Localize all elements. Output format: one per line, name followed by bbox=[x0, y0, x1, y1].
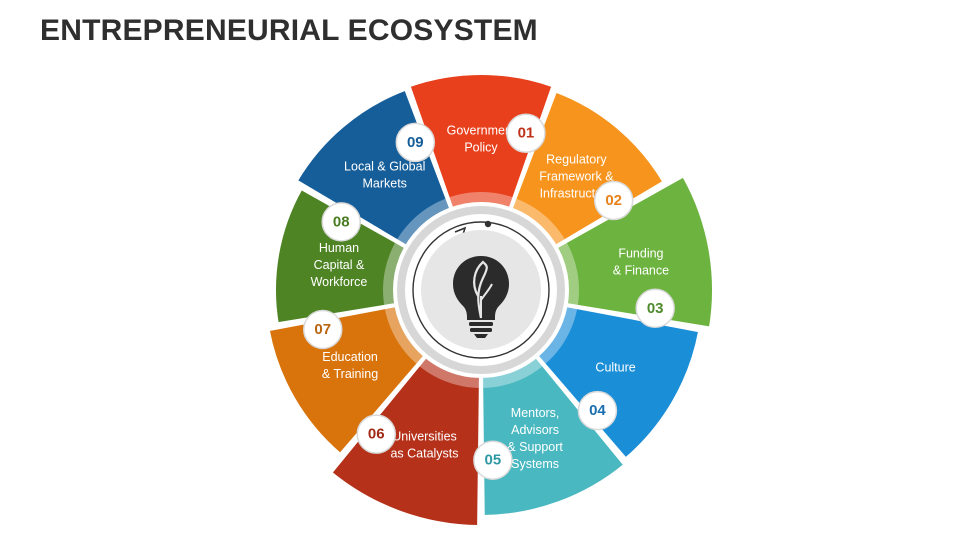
svg-text:07: 07 bbox=[314, 321, 331, 338]
cycle-arrow-ring bbox=[412, 221, 550, 359]
center-hub bbox=[383, 192, 579, 388]
segment-label-04: Culture bbox=[595, 361, 635, 375]
svg-text:06: 06 bbox=[368, 426, 385, 443]
segment-label-03: Funding& Finance bbox=[613, 246, 669, 277]
number-badge-01: 01 bbox=[506, 113, 546, 153]
svg-text:08: 08 bbox=[333, 213, 350, 230]
segment-label-07: Education& Training bbox=[322, 350, 378, 381]
number-badge-05: 05 bbox=[473, 440, 513, 480]
svg-text:01: 01 bbox=[518, 125, 535, 142]
svg-text:02: 02 bbox=[605, 192, 622, 209]
svg-text:09: 09 bbox=[407, 134, 424, 151]
number-badge-07: 07 bbox=[303, 309, 343, 350]
svg-text:05: 05 bbox=[485, 452, 502, 469]
svg-text:03: 03 bbox=[647, 300, 664, 317]
number-badge-06: 06 bbox=[356, 414, 397, 454]
lightbulb-leaf-icon bbox=[453, 256, 509, 338]
number-badge-08: 08 bbox=[321, 202, 361, 242]
number-badge-03: 03 bbox=[635, 288, 675, 329]
cycle-dot bbox=[484, 220, 492, 228]
number-badge-02: 02 bbox=[593, 180, 634, 221]
number-badge-09: 09 bbox=[395, 122, 436, 163]
number-badge-04: 04 bbox=[577, 390, 618, 431]
page-title: ENTREPRENEURIAL ECOSYSTEM bbox=[40, 14, 538, 47]
svg-text:04: 04 bbox=[589, 402, 606, 419]
